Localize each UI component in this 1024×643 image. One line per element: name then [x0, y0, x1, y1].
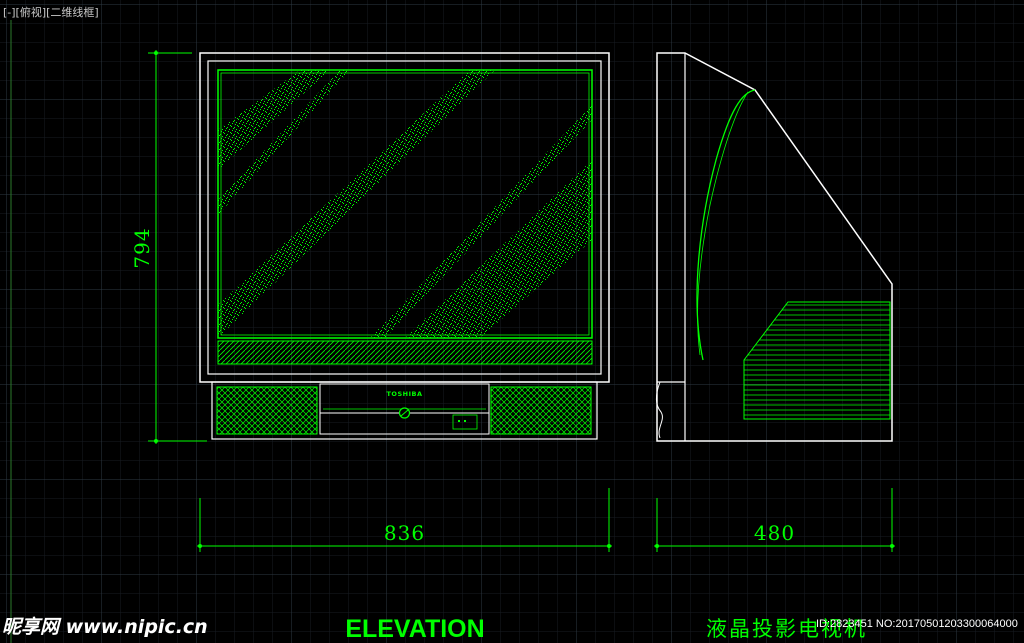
vent-outline — [743, 301, 891, 420]
power-button-mark — [400, 409, 409, 417]
side-view — [655, 52, 893, 442]
speaker-grille-right — [490, 386, 592, 435]
dim-tick — [154, 439, 158, 443]
brand-logo: TOSHIBA — [387, 390, 423, 398]
dimension-height: 794 — [130, 50, 207, 444]
control-panel — [319, 383, 490, 435]
dimension-front-width: 836 — [197, 488, 612, 552]
height-dimension-text: 794 — [130, 227, 154, 268]
dim-tick — [890, 544, 894, 548]
glare-stripe — [218, 70, 495, 338]
glare-stripe — [405, 160, 592, 338]
mirror-housing-curve-inner — [697, 91, 749, 356]
dim-tick — [607, 544, 611, 548]
indicator-led — [464, 420, 466, 422]
drawing-title: ELEVATION — [345, 615, 484, 643]
viewport-controls-label[interactable]: [-][俯视][二维线框] — [3, 6, 99, 19]
base-unit — [211, 381, 598, 440]
speaker-grille-left — [216, 386, 318, 435]
drawing-subtitle: 液晶投影电视机 — [706, 617, 867, 641]
front-view: TOSHIBA — [199, 52, 610, 440]
screen-glare-stripes — [218, 70, 592, 338]
front-inner-bezel — [207, 60, 602, 375]
screen-bottom-hatch — [217, 340, 593, 365]
indicator-panel — [452, 414, 478, 430]
glare-stripe — [218, 70, 330, 170]
dim-tick — [154, 51, 158, 55]
dimension-side-depth: 480 — [654, 488, 895, 552]
side-front-curve — [655, 381, 663, 439]
front-width-dimension-text: 836 — [384, 521, 425, 545]
watermark-id: ID:2823451 NO:20170501203300064000 — [816, 618, 1018, 630]
dim-tick — [655, 544, 659, 548]
indicator-led — [458, 420, 460, 422]
vent-louvers — [744, 304, 890, 416]
side-depth-dimension-text: 480 — [754, 521, 795, 545]
glare-stripe — [370, 105, 592, 338]
glare-stripe — [218, 70, 350, 215]
watermark-logo: 昵享网 www.nipic.cn — [2, 616, 208, 638]
dim-tick — [198, 544, 202, 548]
